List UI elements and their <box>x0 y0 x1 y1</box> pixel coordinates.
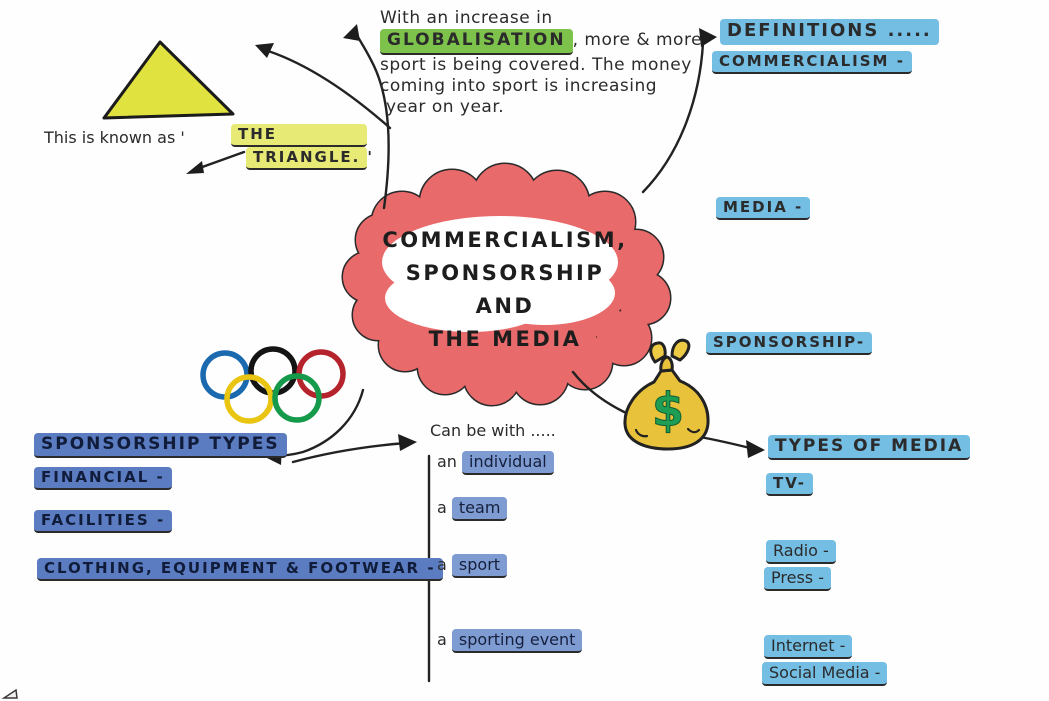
can-be-with-sport: a sport <box>437 554 508 578</box>
globalisation-note: With an increase in GLOBALISATION, more … <box>380 8 702 118</box>
note-line: With an increase in <box>380 8 553 28</box>
note-line: coming into sport is increasing <box>380 75 658 96</box>
central-topic: COMMERCIALISM, SPONSORSHIP AND THE MEDIA <box>372 224 638 356</box>
item-prefix: a <box>437 498 447 517</box>
types-of-media-heading: TYPES OF MEDIA <box>768 435 971 461</box>
media-item-social-media: Social Media - <box>762 662 888 686</box>
svg-text:$: $ <box>652 383 684 437</box>
media-item-internet: Internet - <box>764 635 853 659</box>
corner-pen-mark-icon <box>1 688 18 699</box>
close-quote: ' <box>367 148 372 166</box>
sponsorship-type-financial: FINANCIAL - <box>34 467 172 490</box>
triangle-caption: This is known as ' <box>44 128 185 148</box>
triangle-label-line2: TRIANGLE.' <box>246 147 372 170</box>
central-topic-line: THE MEDIA <box>428 327 582 351</box>
note-line: sport is being covered. The money <box>380 54 692 75</box>
definition-item-sponsorship: SPONSORSHIP- <box>706 332 873 355</box>
item-term: sporting event <box>451 629 583 653</box>
arrow-to-triangle <box>260 47 392 130</box>
central-topic-line: SPONSORSHIP AND <box>405 261 605 318</box>
media-item-press: Press - <box>764 567 831 591</box>
item-term: sport <box>451 554 508 578</box>
sponsorship-types-heading: SPONSORSHIP TYPES <box>34 433 287 459</box>
definition-item-media: MEDIA - <box>716 197 811 220</box>
note-line: GLOBALISATION, more & more <box>380 29 703 55</box>
sponsorship-type-facilities: FACILITIES - <box>34 510 173 533</box>
open-quote: ' <box>180 128 185 147</box>
can-be-with-sporting-event: a sporting event <box>437 629 583 653</box>
media-item-radio: Radio - <box>766 540 836 564</box>
cloud-shape-icon <box>341 162 672 407</box>
media-item-tv: TV- <box>766 473 813 496</box>
sponsorship-type-clothing: CLOTHING, EQUIPMENT & FOOTWEAR - <box>37 558 443 581</box>
arrow-to-globalisation <box>352 28 390 210</box>
definitions-heading: DEFINITIONS ..... <box>720 19 939 45</box>
money-bag-icon: $ <box>623 338 710 451</box>
arrow-to-can-be-with <box>291 441 408 464</box>
arrow-to-definitions <box>641 41 705 194</box>
central-topic-line: COMMERCIALISM, <box>382 228 628 252</box>
definition-item-commercialism: COMMERCIALISM - <box>712 51 912 74</box>
can-be-with-team: a team <box>437 497 508 521</box>
note-line-rest: , more & more <box>572 30 703 51</box>
can-be-with-individual: an individual <box>437 451 554 475</box>
olympic-rings-icon <box>200 346 346 424</box>
triangle-label-line1: THE <box>231 124 368 147</box>
item-prefix: a <box>437 555 447 574</box>
item-prefix: an <box>437 452 457 471</box>
note-line: year on year. <box>386 97 505 117</box>
triangle-caption-text: This is known as <box>44 128 176 147</box>
item-term: team <box>451 497 508 521</box>
globalisation-highlight: GLOBALISATION <box>380 29 573 55</box>
triangle-icon <box>102 40 235 120</box>
item-term: individual <box>462 451 554 475</box>
can-be-with-heading: Can be with ..... <box>430 421 556 440</box>
item-prefix: a <box>437 630 447 649</box>
